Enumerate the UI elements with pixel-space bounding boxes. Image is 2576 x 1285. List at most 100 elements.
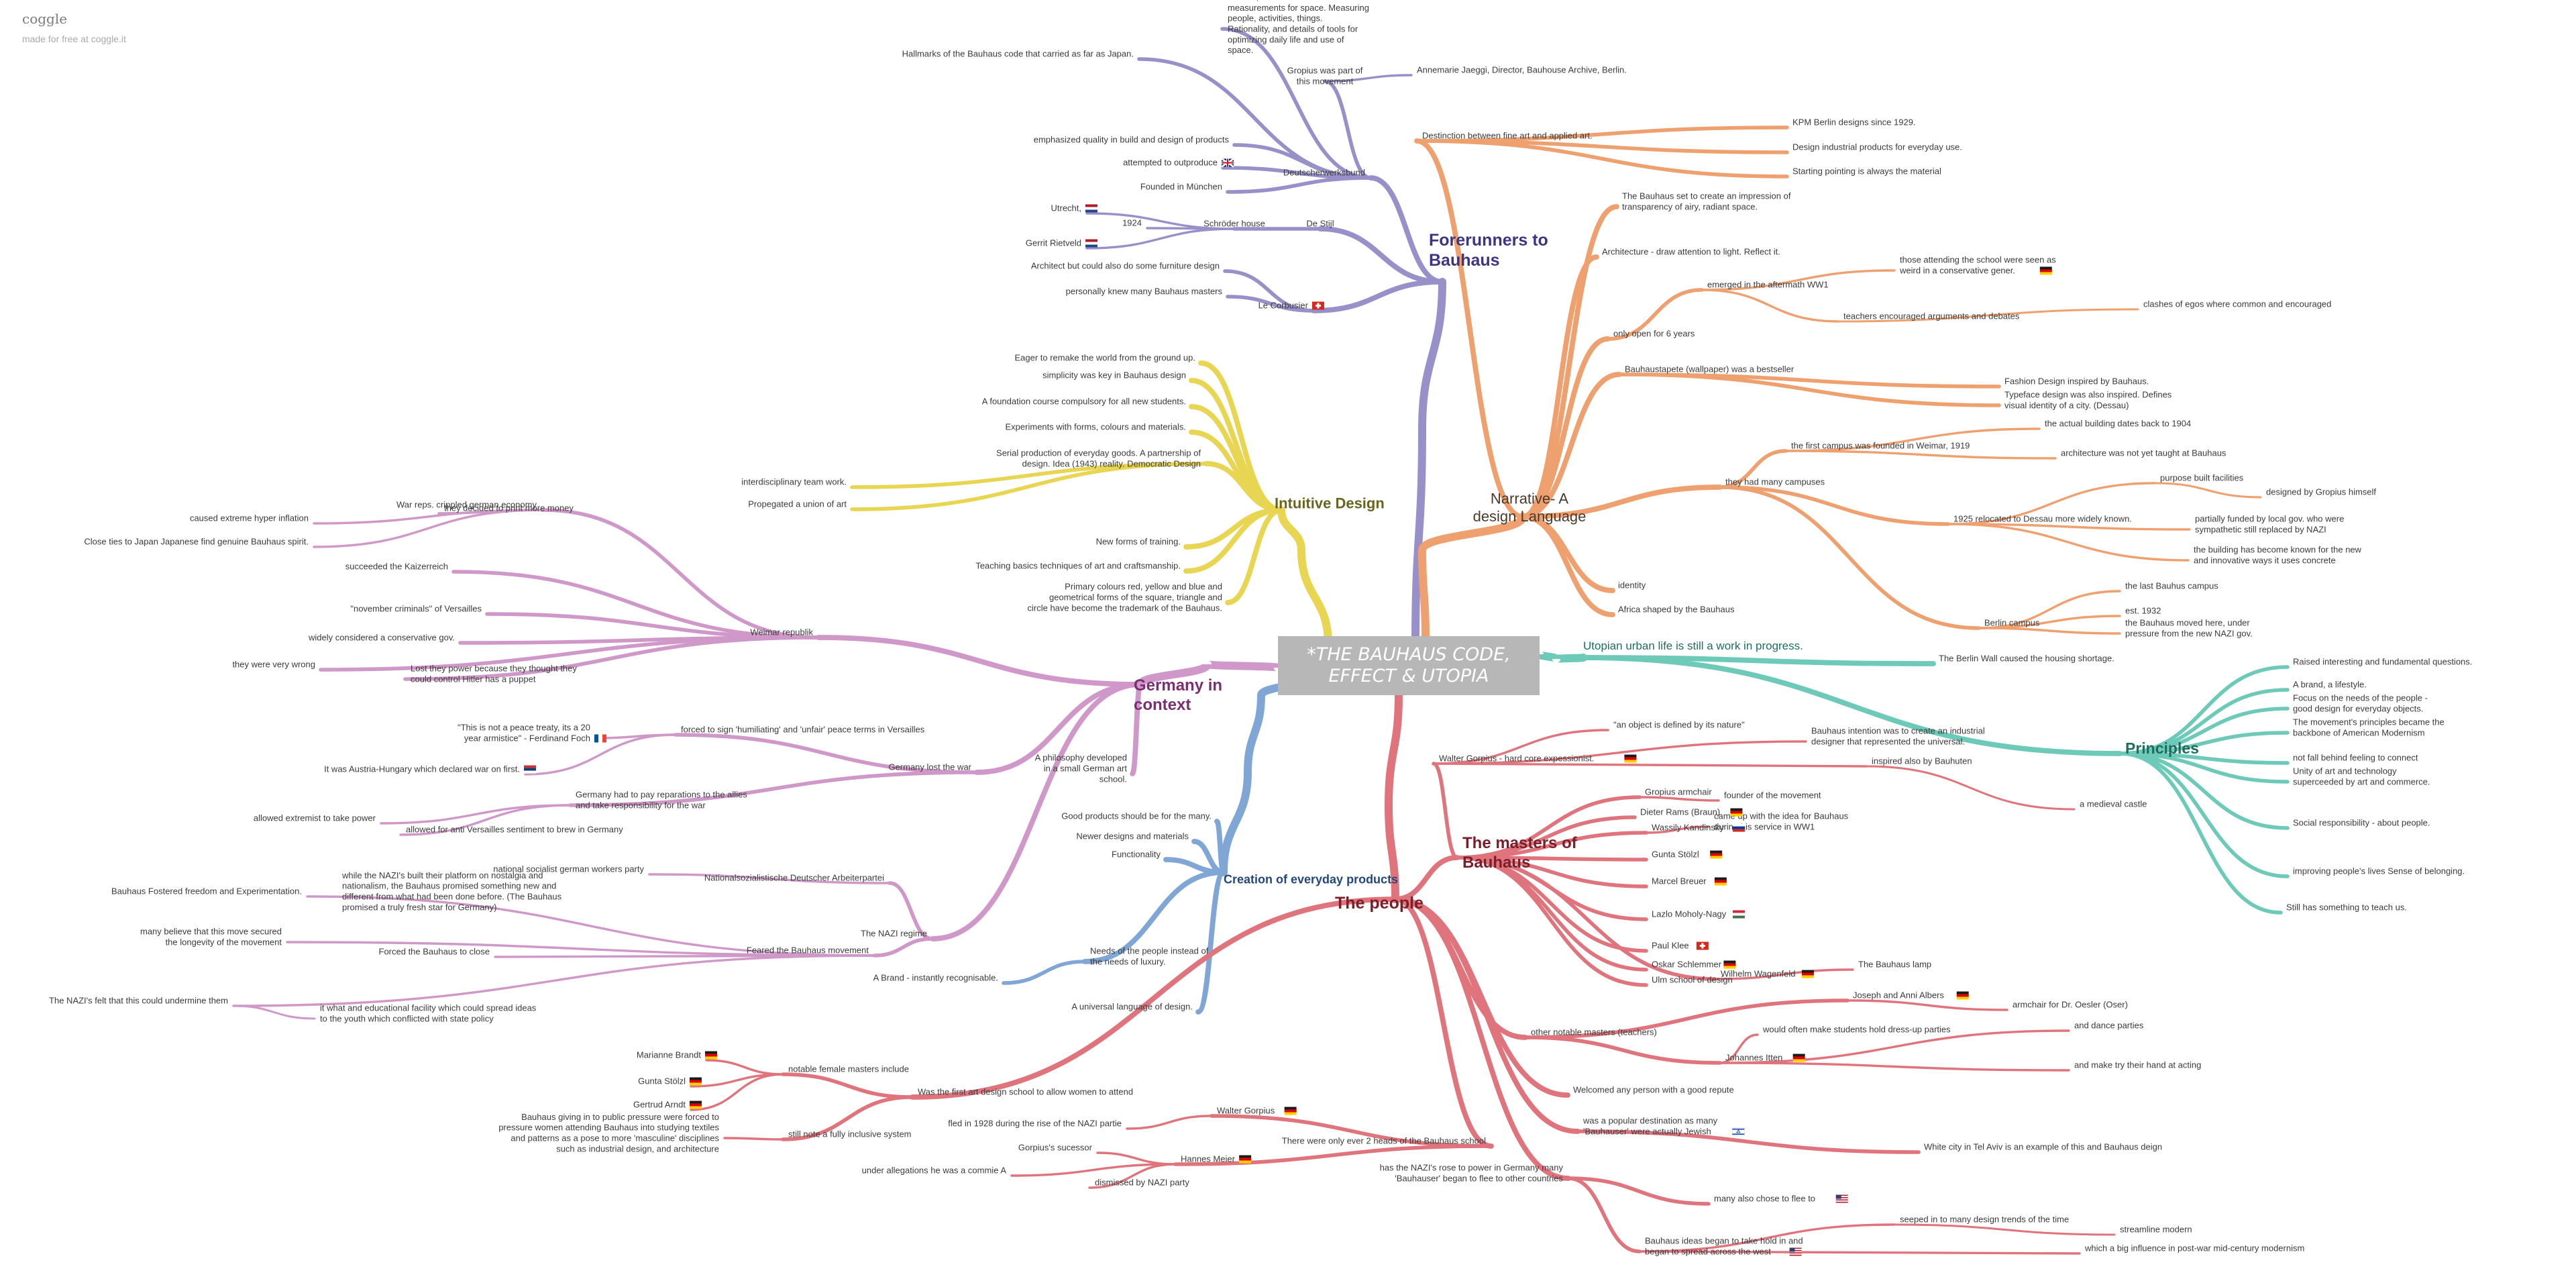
node-identity[interactable]: identity bbox=[1618, 580, 1646, 590]
node-gunta-st-lzl[interactable]: Gunta Stölzl bbox=[1652, 850, 1699, 860]
node-the-last-bauhus-campus[interactable]: the last Bauhus campus bbox=[2125, 581, 2218, 591]
node-weimar-republik[interactable]: Weimar republik bbox=[750, 627, 813, 637]
node-emerged-in-the-aftermath-ww1[interactable]: emerged in the aftermath WW1 bbox=[1707, 280, 1829, 290]
node-the-nazi-s-felt-that-this-could-undermin[interactable]: The NAZI's felt that this could undermin… bbox=[49, 996, 228, 1006]
node-it-was-austria-hungary-which-declared-wa[interactable]: It was Austria-Hungary which declared wa… bbox=[324, 764, 520, 774]
node-bauhaus-fostered-freedom-and-experimenta[interactable]: Bauhaus Fostered freedom and Experimenta… bbox=[111, 886, 302, 896]
node-est-1932[interactable]: est. 1932 bbox=[2125, 606, 2161, 616]
node-utrecht[interactable]: Utrecht, bbox=[1051, 203, 1081, 213]
node-lost-they-power-because-they-thought-the[interactable]: Lost they power because they thought the… bbox=[411, 664, 577, 684]
node-the-bauhaus-lamp[interactable]: The Bauhaus lamp bbox=[1858, 960, 1931, 970]
node-le-corbusier[interactable]: Le Corbusier bbox=[1258, 301, 1309, 311]
node-feared-the-bauhaus-movement[interactable]: Feared the Bauhaus movement bbox=[747, 945, 869, 956]
node-a-brand-a-lifestyle[interactable]: A brand, a lifestyle. bbox=[2293, 680, 2367, 690]
node-forced-to-sign-humiliating-and-unfair-pe[interactable]: forced to sign 'humiliating' and 'unfair… bbox=[681, 725, 925, 735]
node-attempted-to-outproduce[interactable]: attempted to outproduce bbox=[1123, 158, 1218, 168]
node-deutscherwerksbund[interactable]: Deutscherwerksbund bbox=[1283, 168, 1365, 178]
node-fashion-design-inspired-by-bauhaus[interactable]: Fashion Design inspired by Bauhaus. bbox=[2004, 376, 2149, 387]
node-simplicity-was-key-in-bauhaus-design[interactable]: simplicity was key in Bauhaus design bbox=[1042, 370, 1186, 380]
node-the-building-has-become-known-for-the-ne[interactable]: the building has become known for the ne… bbox=[2194, 545, 2362, 566]
node-welcomed-any-person-with-a-good-repute[interactable]: Welcomed any person with a good repute bbox=[1573, 1085, 1734, 1095]
node-clashes-of-egos-where-common-and-encoura[interactable]: clashes of egos where common and encoura… bbox=[2143, 299, 2331, 309]
node-there-were-only-ever-2-heads-of-the-bauh[interactable]: There were only ever 2 heads of the Bauh… bbox=[1282, 1136, 1486, 1146]
node-berlin-campus[interactable]: Berlin campus bbox=[1984, 618, 2040, 628]
node-founder-of-the-movement[interactable]: founder of the movement bbox=[1724, 790, 1821, 801]
node-the-first-campus-was-founded-in-weimar-1[interactable]: the first campus was founded in Weimar, … bbox=[1791, 441, 1970, 451]
node-joseph-and-anni-albers[interactable]: Joseph and Anni Albers bbox=[1853, 990, 1944, 1000]
node-lazlo-moholy-nagy[interactable]: Lazlo Moholy-Nagy bbox=[1652, 909, 1727, 919]
node-purpose-built-facilities[interactable]: purpose built facilities bbox=[2160, 473, 2244, 483]
node-personally-knew-many-bauhaus-masters[interactable]: personally knew many Bauhaus masters bbox=[1066, 287, 1223, 297]
node-armchair-for-dr-oesler-oser[interactable]: armchair for Dr. Oesler (Oser) bbox=[2012, 1000, 2128, 1010]
node-1924[interactable]: 1924 bbox=[1122, 218, 1142, 228]
node-bauhaus-giving-in-to-public-pressure-wer[interactable]: Bauhaus giving in to public pressure wer… bbox=[498, 1112, 719, 1154]
node-propegated-a-union-of-art[interactable]: Propegated a union of art bbox=[748, 499, 847, 509]
node-typeface-design-was-also-inspired-define[interactable]: Typeface design was also inspired. Defin… bbox=[2004, 390, 2172, 411]
node-war-reps-crippled-german-economy[interactable]: War reps. crippled german economy bbox=[396, 500, 537, 510]
node-and-make-try-their-hand-at-acting[interactable]: and make try their hand at acting bbox=[2074, 1060, 2201, 1070]
node-they-were-very-wrong[interactable]: they were very wrong bbox=[232, 660, 315, 670]
node-many-also-chose-to-flee-to[interactable]: many also chose to flee to bbox=[1714, 1194, 1815, 1204]
node-emphasized-quality-in-build-and-design-o[interactable]: emphasized quality in build and design o… bbox=[1034, 135, 1230, 145]
node-gunta-st-lzl[interactable]: Gunta Stölzl bbox=[638, 1076, 686, 1086]
node-ulm-school-of-design[interactable]: Ulm school of design bbox=[1652, 975, 1733, 985]
node-was-the-first-art-design-school-to-allow[interactable]: Was the first art design school to allow… bbox=[918, 1087, 1133, 1097]
node-dismissed-by-nazi-party[interactable]: dismissed by NAZI party bbox=[1095, 1178, 1189, 1188]
node-raised-interesting-and-fundamental-quest[interactable]: Raised interesting and fundamental quest… bbox=[2293, 657, 2472, 667]
node-dieter-rams-braun[interactable]: Dieter Rams (Braun) bbox=[1640, 807, 1720, 817]
node-bauhaustapete-wallpaper-was-a-bestseller[interactable]: Bauhaustapete (wallpaper) was a bestsell… bbox=[1625, 364, 1794, 374]
central-node[interactable]: *THE BAUHAUS CODE, EFFECT & UTOPIA bbox=[1278, 636, 1540, 695]
node-de-stijl[interactable]: De Stijl bbox=[1306, 219, 1334, 229]
node-close-ties-to-japan-japanese-find-genuin[interactable]: Close ties to Japan Japanese find genuin… bbox=[84, 537, 309, 547]
node-kpm-berlin-designs-since-1929[interactable]: KPM Berlin designs since 1929. bbox=[1792, 117, 1916, 127]
node-forced-the-bauhaus-to-close[interactable]: Forced the Bauhaus to close bbox=[379, 947, 490, 957]
node-while-the-nazi-s-built-their-platform-on[interactable]: while the NAZI's built their platform on… bbox=[341, 870, 562, 913]
node-architecture-draw-attention-to-light-ref[interactable]: Architecture - draw attention to light. … bbox=[1602, 247, 1780, 257]
node-walter-gorpius-hard-core-expessionist[interactable]: Walter Gorpius - hard core expessionist. bbox=[1439, 754, 1594, 764]
node-gropius-armchair[interactable]: Gropius armchair bbox=[1645, 787, 1712, 797]
node-streamline-modern[interactable]: streamline modern bbox=[2120, 1225, 2192, 1235]
node-johannes-itten[interactable]: Johannes Itten bbox=[1725, 1053, 1782, 1063]
node-marianne-brandt[interactable]: Marianne Brandt bbox=[637, 1050, 701, 1060]
node-has-the-nazi-s-rose-to-power-in-germany-[interactable]: has the NAZI's rose to power in Germany … bbox=[1380, 1163, 1564, 1184]
node-architecture-was-not-yet-taught-at-bauha[interactable]: architecture was not yet taught at Bauha… bbox=[2061, 448, 2226, 458]
branch-people[interactable]: The people bbox=[1335, 894, 1424, 913]
node-focus-on-the-needs-of-the-people-good-de[interactable]: Focus on the needs of the people -good d… bbox=[2293, 693, 2428, 714]
node-a-brand-instantly-recognisable[interactable]: A Brand - instantly recognisable. bbox=[873, 973, 998, 983]
node-principles[interactable]: Principles bbox=[2125, 739, 2199, 757]
node-a-medieval-castle[interactable]: a medieval castle bbox=[2080, 799, 2147, 809]
node-would-often-make-students-hold-dress-up-[interactable]: would often make students hold dress-up … bbox=[1762, 1025, 1951, 1035]
node-teaching-basics-techniques-of-art-and-cr[interactable]: Teaching basics techniques of art and cr… bbox=[975, 561, 1181, 571]
node-a-foundation-course-compulsory-for-all-n[interactable]: A foundation course compulsory for all n… bbox=[982, 397, 1186, 407]
node-serial-production-of-everyday-goods-a-pa[interactable]: Serial production of everyday goods. A p… bbox=[996, 448, 1201, 469]
node-gerrit-rietveld[interactable]: Gerrit Rietveld bbox=[1026, 238, 1081, 248]
node-founded-in-m-nchen[interactable]: Founded in München bbox=[1140, 182, 1222, 192]
node-it-what-and-educational-facility-which-c[interactable]: it what and educational facility which c… bbox=[320, 1003, 537, 1024]
node-gorpius-s-sucessor[interactable]: Gorpius's sucessor bbox=[1018, 1143, 1093, 1153]
node-interdisciplinary-team-work[interactable]: interdisciplinary team work. bbox=[741, 477, 847, 487]
node-good-products-should-be-for-the-many[interactable]: Good products should be for the many. bbox=[1061, 811, 1212, 821]
node-designed-by-gropius-himself[interactable]: designed by Gropius himself bbox=[2266, 487, 2376, 497]
node-november-criminals-of-versailles[interactable]: "november criminals" of Versailles bbox=[350, 604, 482, 614]
branch-utopian[interactable]: Utopian urban life is still a work in pr… bbox=[1583, 639, 1803, 652]
node-the-nazi-regime[interactable]: The NAZI regime bbox=[861, 929, 927, 939]
node-improving-people-s-lives-sense-of-belong[interactable]: improving people's lives Sense of belong… bbox=[2293, 866, 2465, 876]
node-annemarie-jaeggi-director-bauhouse-archi[interactable]: Annemarie Jaeggi, Director, Bauhouse Arc… bbox=[1417, 65, 1627, 75]
node-allowed-for-anti-versailles-sentiment-to[interactable]: allowed for anti Versailles sentiment to… bbox=[406, 825, 623, 835]
node-oskar-schlemmer[interactable]: Oskar Schlemmer bbox=[1652, 960, 1722, 970]
node-an-object-is-defined-by-its-nature[interactable]: "an object is defined by its nature" bbox=[1613, 720, 1745, 730]
node-under-allegations-he-was-a-commie-a[interactable]: under allegations he was a commie A bbox=[862, 1166, 1007, 1176]
node-starting-pointing-is-always-the-material[interactable]: Starting pointing is always the material bbox=[1792, 166, 1941, 176]
node-hannes-meier[interactable]: Hannes Meier bbox=[1181, 1154, 1236, 1164]
node-caused-extreme-hyper-inflation[interactable]: caused extreme hyper inflation bbox=[190, 513, 309, 523]
node-hallmarks-of-the-bauhaus-code-that-carri[interactable]: Hallmarks of the Bauhaus code that carri… bbox=[902, 49, 1134, 59]
node-gertrud-arndt[interactable]: Gertrud Arndt bbox=[633, 1100, 686, 1110]
node-experiments-with-forms-colours-and-mater[interactable]: Experiments with forms, colours and mate… bbox=[1006, 422, 1186, 432]
